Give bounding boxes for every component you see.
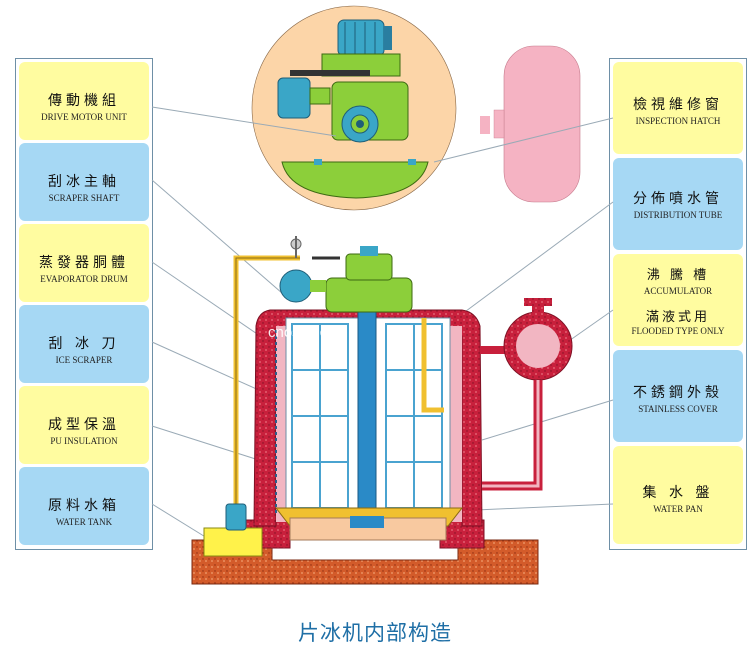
label-zh: 刮 冰 刀 [48, 336, 120, 352]
diagram-caption: 片冰机内部构造 [298, 621, 452, 645]
label-scraper-shaft: 刮冰主軸 SCRAPER SHAFT [19, 143, 149, 221]
label-en: DRIVE MOTOR UNIT [41, 112, 127, 122]
label-en: WATER PAN [653, 504, 703, 514]
label-en: INSPECTION HATCH [635, 116, 721, 126]
left-label-frame [15, 58, 153, 550]
drive-unit-detail-circle [251, 5, 457, 211]
label-zh: 刮冰主軸 [48, 174, 120, 190]
label-en: PU INSULATION [50, 436, 118, 446]
label-en: STAINLESS COVER [638, 404, 718, 414]
right-label-frame [609, 58, 747, 550]
label-zh: 分佈噴水管 [633, 191, 723, 207]
label-inspection-hatch: 檢視維修窗 INSPECTION HATCH [613, 62, 743, 154]
label-water-pan: 集 水 盤 WATER PAN [613, 446, 743, 544]
label-en: ACCUMULATOR [643, 286, 713, 296]
label-stainless-cover: 不銹鋼外殼 STAINLESS COVER [613, 350, 743, 442]
label-zh: 不銹鋼外殼 [633, 385, 723, 401]
label-en: ICE SCRAPER [55, 355, 113, 365]
label-zh: 傳動機組 [48, 93, 120, 109]
label-en-extra: FLOODED TYPE ONLY [631, 326, 725, 336]
flake-ice-machine-body [191, 236, 573, 585]
label-ice-scraper: 刮 冰 刀 ICE SCRAPER [19, 305, 149, 383]
label-accumulator: 沸 騰 槽 ACCUMULATOR 滿液式用 FLOODED TYPE ONLY [613, 254, 743, 346]
label-water-tank: 原料水箱 WATER TANK [19, 467, 149, 545]
label-zh: 檢視維修窗 [633, 97, 723, 113]
label-zh: 集 水 盤 [642, 485, 714, 501]
label-pu-insulation: 成型保溫 PU INSULATION [19, 386, 149, 464]
label-en: WATER TANK [55, 517, 113, 527]
label-zh: 成型保溫 [48, 417, 120, 433]
label-zh: 原料水箱 [48, 498, 120, 514]
label-distribution-tube: 分佈噴水管 DISTRIBUTION TUBE [613, 158, 743, 250]
label-en: SCRAPER SHAFT [48, 193, 120, 203]
label-en: EVAPORATOR DRUM [40, 274, 128, 284]
label-zh-extra: 滿液式用 [645, 310, 710, 325]
label-drive-motor-unit: 傳動機組 DRIVE MOTOR UNIT [19, 62, 149, 140]
label-en: DISTRIBUTION TUBE [633, 210, 723, 220]
inspection-hatch-tank [480, 45, 581, 203]
label-evaporator-drum: 蒸發器胴體 EVAPORATOR DRUM [19, 224, 149, 302]
watermark-text: cnoscn.com [268, 324, 349, 341]
label-zh: 沸 騰 槽 [646, 268, 710, 283]
label-zh: 蒸發器胴體 [39, 255, 129, 271]
